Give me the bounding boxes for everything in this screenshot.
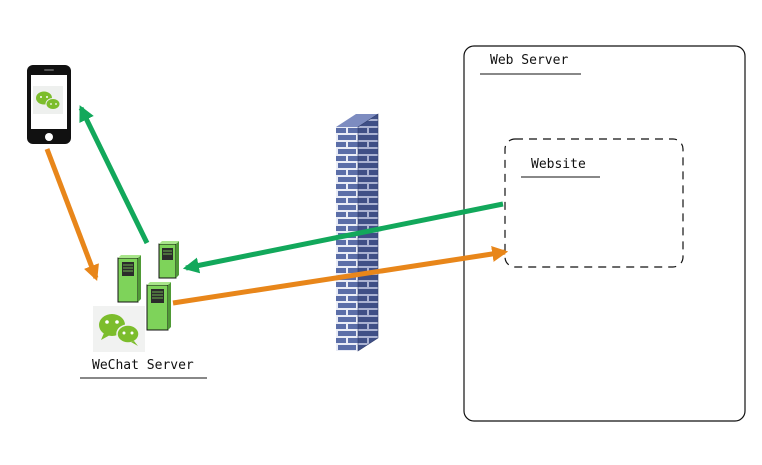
website-to-wechat-server-arrow	[182, 201, 504, 274]
website-box: Website	[504, 138, 684, 268]
wechat-logo-icon	[93, 306, 145, 352]
wechat-server-to-phone-arrow	[78, 105, 150, 245]
web-server-label: Web Server	[490, 53, 568, 68]
wechat-server-to-website-arrow	[172, 246, 509, 306]
wechat-logo-icon	[36, 91, 61, 110]
firewall-brick-wall-icon	[336, 113, 379, 352]
website-label: Website	[531, 157, 586, 172]
web-server-box: Web Server	[463, 45, 746, 422]
smartphone-icon	[27, 65, 71, 144]
server-rack-icon	[117, 241, 179, 331]
wechat-server-label: WeChat Server	[92, 358, 194, 373]
phone-to-wechat-server-arrow	[44, 148, 99, 281]
